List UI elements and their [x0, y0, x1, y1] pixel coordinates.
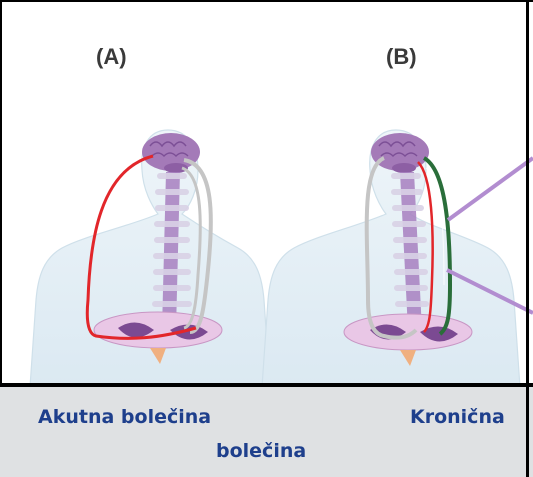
frame-top: [0, 0, 533, 2]
caption-right-divider: [526, 387, 529, 477]
pain-illustration: [0, 0, 533, 387]
caption-acute-pain: Akutna bolečina: [38, 406, 211, 428]
caption-bar: Akutna bolečina Kronična bolečina: [0, 387, 533, 477]
panel-label-a: (A): [96, 44, 127, 70]
body-silhouette-a: [30, 130, 270, 387]
caption-pain-line2: bolečina: [216, 440, 306, 462]
panel-label-b: (B): [386, 44, 417, 70]
caption-chronic: Kronična: [410, 406, 505, 428]
